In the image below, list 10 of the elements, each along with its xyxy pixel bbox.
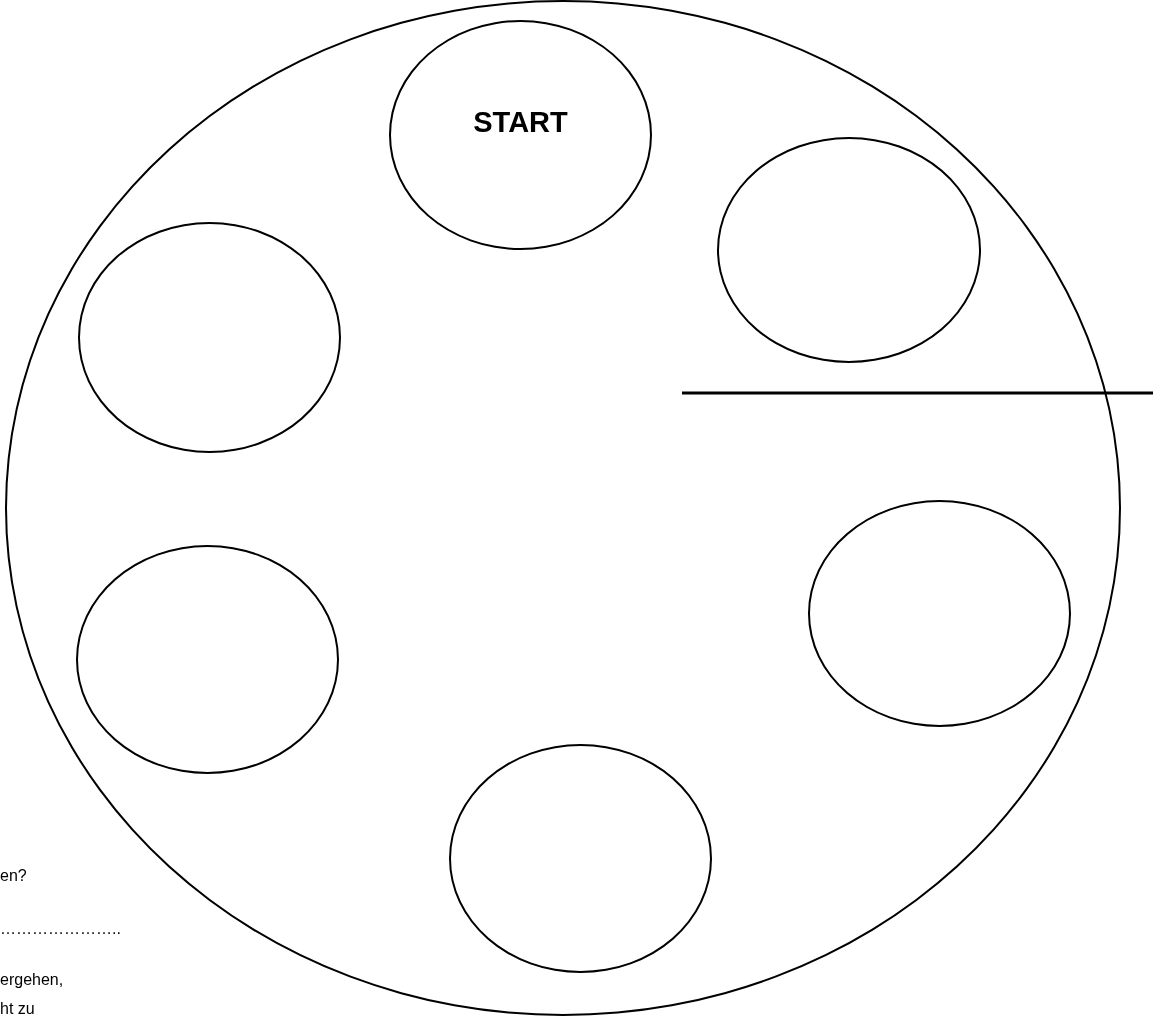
empty-ellipse — [717, 137, 981, 363]
text-fragment: ………………….. — [0, 920, 121, 938]
text-fragment: ht zu — [0, 1000, 35, 1018]
text-fragment: en? — [0, 867, 27, 885]
text-fragment: ergehen, — [0, 971, 64, 989]
empty-ellipse — [76, 545, 339, 774]
empty-ellipse — [449, 744, 712, 973]
empty-ellipse — [78, 222, 341, 453]
start-ellipse: START — [389, 20, 652, 250]
empty-ellipse — [808, 500, 1071, 727]
